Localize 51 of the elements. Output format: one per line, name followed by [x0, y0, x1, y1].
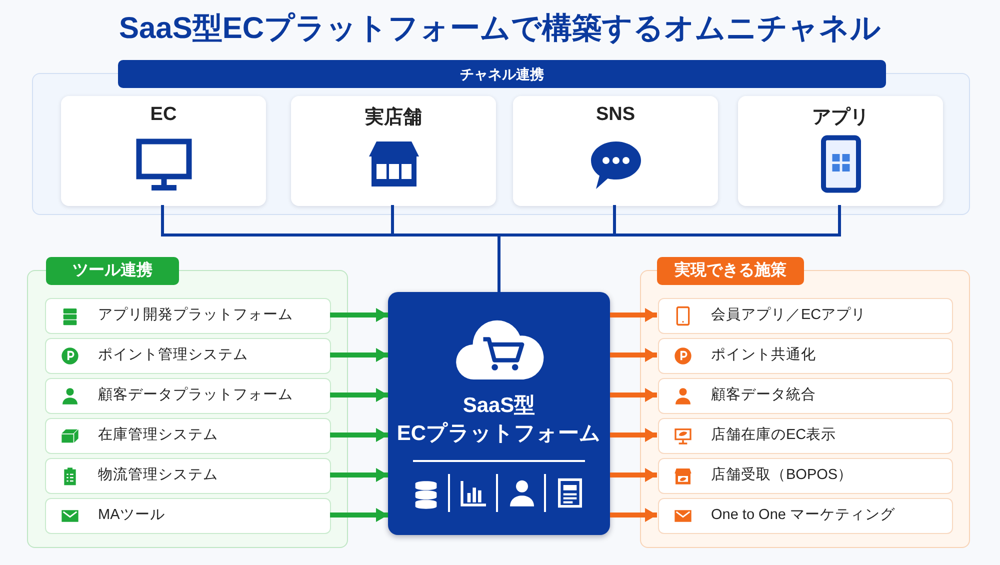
section-heading: ツール連携 — [46, 257, 179, 285]
measure-card — [658, 458, 953, 494]
arrow — [330, 508, 388, 522]
item-label: 物流管理システム — [98, 466, 218, 485]
item-label: 在庫管理システム — [98, 426, 218, 445]
section-heading: チャネル連携 — [118, 60, 886, 88]
arrow — [610, 308, 657, 322]
measure-card — [658, 498, 953, 534]
arrow — [330, 308, 388, 322]
section-heading: 実現できる施策 — [657, 257, 804, 285]
channel-name: SNS — [594, 104, 636, 126]
tool-card — [45, 298, 331, 334]
channel-name: EC — [149, 104, 178, 126]
channel-name: アプリ — [811, 106, 870, 130]
measure-card — [658, 338, 953, 374]
channel-name: 実店舗 — [364, 106, 423, 130]
tool-card — [45, 378, 331, 414]
arrow — [610, 388, 657, 402]
item-label: 店舗受取（BOPOS） — [711, 466, 853, 485]
tool-card — [45, 418, 331, 454]
arrow — [330, 388, 388, 402]
arrow — [610, 508, 657, 522]
platform-box — [388, 292, 610, 535]
connector-line — [498, 205, 841, 292]
platform-name: SaaS型 ECプラットフォーム — [396, 393, 602, 447]
arrow — [610, 428, 657, 442]
measure-card — [658, 298, 953, 334]
item-label: 顧客データプラットフォーム — [98, 386, 293, 405]
item-label: ポイント共通化 — [711, 346, 816, 365]
arrow — [330, 348, 388, 362]
channel-card — [513, 96, 718, 206]
channel-card — [61, 96, 266, 206]
arrow — [330, 468, 388, 482]
measure-card — [658, 418, 953, 454]
diagram-title: SaaS型ECプラットフォームで構築するオムニチャネル — [118, 11, 882, 47]
channel-card — [738, 96, 943, 206]
tool-card — [45, 338, 331, 374]
arrow — [610, 468, 657, 482]
arrow — [330, 428, 388, 442]
item-label: ポイント管理システム — [98, 346, 248, 365]
arrow — [610, 348, 657, 362]
item-label: アプリ開発プラットフォーム — [98, 306, 293, 325]
tool-card — [45, 498, 331, 534]
item-label: 会員アプリ／ECアプリ — [711, 306, 866, 325]
item-label: One to One マーケティング — [711, 506, 895, 525]
measure-card — [658, 378, 953, 414]
item-label: MAツール — [98, 506, 165, 525]
item-label: 店舗在庫のEC表示 — [711, 426, 836, 445]
item-label: 顧客データ統合 — [711, 386, 816, 405]
channel-card — [291, 96, 496, 206]
tool-card — [45, 458, 331, 494]
